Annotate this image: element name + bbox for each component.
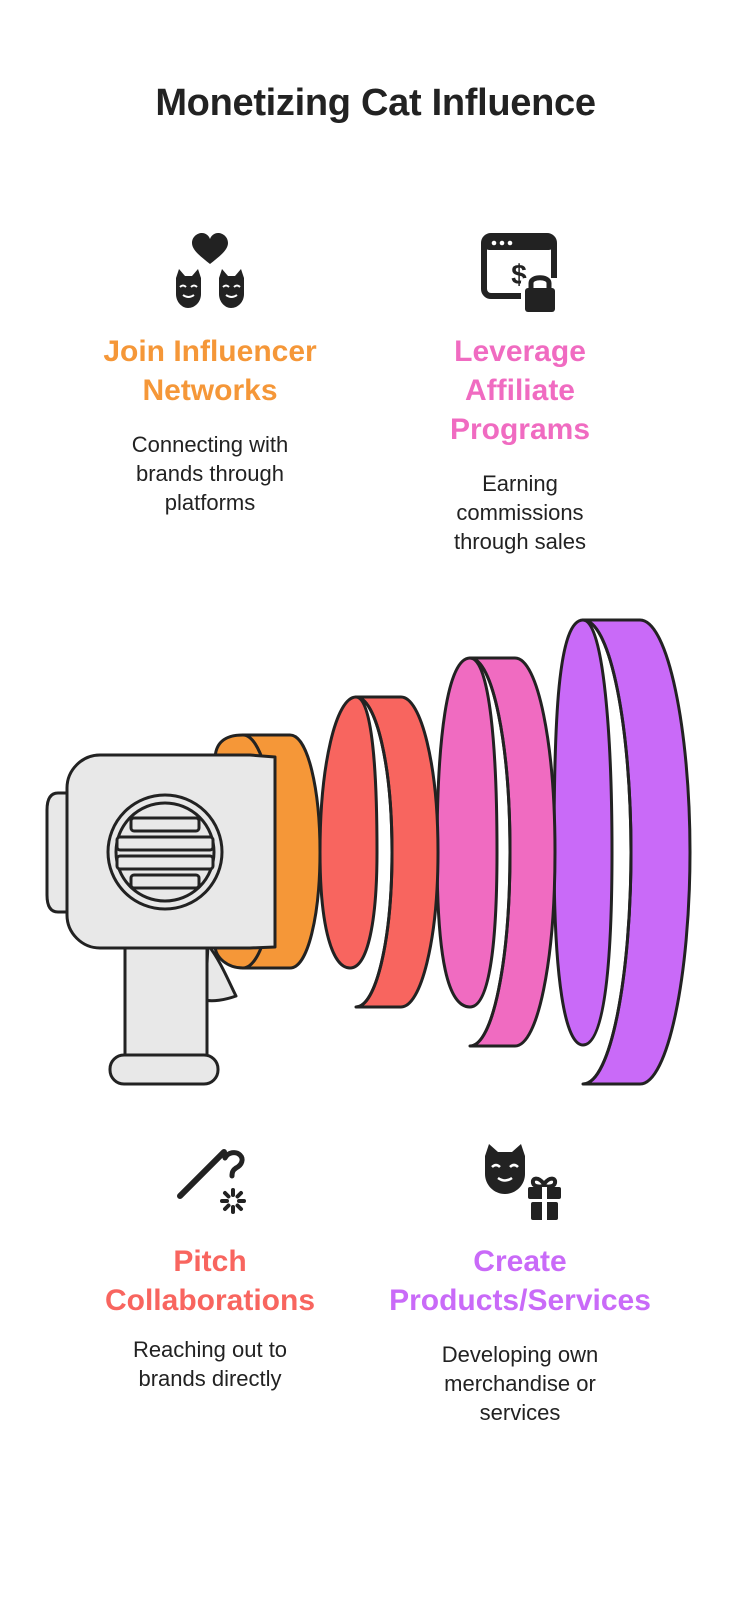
card-description-line: brands through: [136, 461, 284, 486]
card-description-line: platforms: [164, 490, 256, 515]
card-heading-line: Products/Services: [389, 1284, 651, 1317]
cat-gift-icon: [485, 1144, 561, 1220]
cat-toy-wand-icon: [177, 1149, 246, 1214]
page-title: Monetizing Cat Influence: [155, 82, 596, 124]
card-description-line: Connecting with: [131, 432, 289, 457]
card-heading-line: Leverage: [454, 335, 586, 368]
card-heading-line: Programs: [449, 413, 591, 446]
dollar-browser-lock-icon: $: [481, 233, 561, 314]
purple-ring: [552, 618, 692, 1086]
card-description-line: Earning: [482, 471, 558, 496]
card-description-line: through sales: [453, 529, 587, 554]
card-heading-line: Collaborations: [104, 1284, 315, 1317]
pink-ring: [435, 656, 557, 1048]
card-heading-line: Pitch: [173, 1245, 247, 1278]
card-description-line: commissions: [456, 500, 584, 525]
card-description-line: Reaching out to: [132, 1337, 288, 1362]
megaphone-trigger: [203, 943, 238, 1003]
card-description-line: Developing own: [441, 1342, 599, 1367]
card-heading-line: Affiliate: [464, 374, 575, 407]
heart-cats-icon: [176, 233, 244, 308]
red-ring: [318, 695, 440, 1009]
card-heading-line: Join Influencer: [103, 335, 317, 368]
card-heading-line: Create: [473, 1245, 567, 1278]
megaphone-handle-base: [108, 1053, 220, 1086]
speaker-grille-icon: [106, 793, 224, 911]
card-description-line: services: [479, 1400, 561, 1425]
card-description-line: brands directly: [138, 1366, 282, 1391]
card-heading-line: Networks: [142, 374, 278, 407]
megaphone-back-cap: [45, 791, 72, 914]
megaphone-handle: [123, 928, 209, 1062]
megaphone-illustration: [45, 618, 692, 1086]
card-description-line: merchandise or: [444, 1371, 596, 1396]
